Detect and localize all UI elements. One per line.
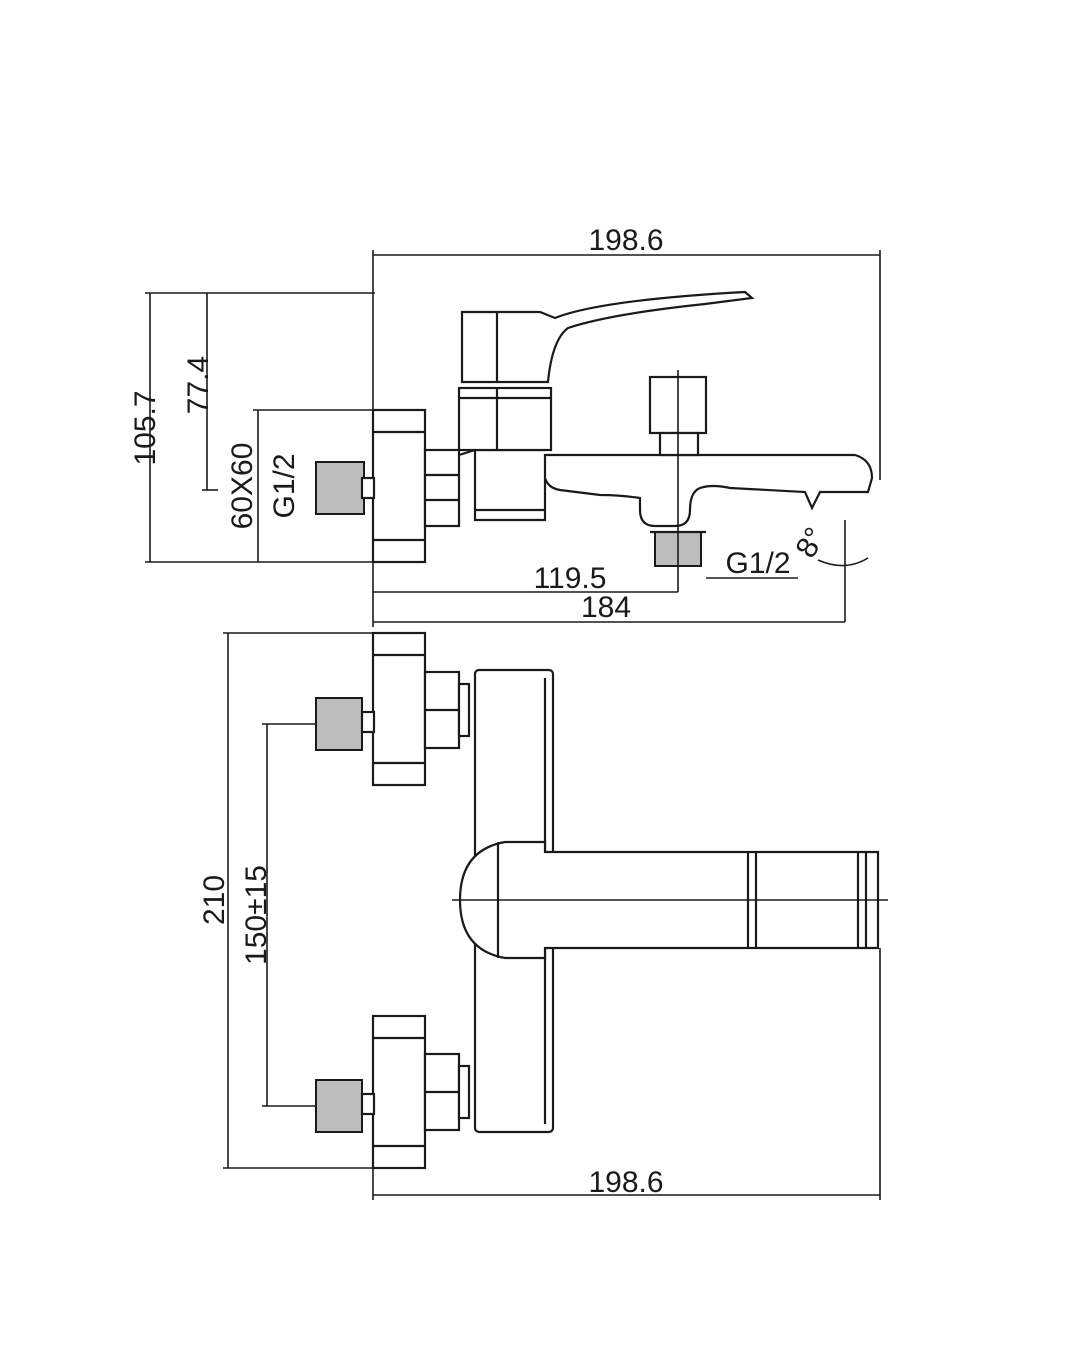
mixer-body: [458, 448, 874, 528]
upper-inlet-thread: [315, 697, 363, 751]
inlet-thread-label: G1/2: [268, 453, 301, 518]
dim-inlet-spacing: 150±15: [240, 865, 273, 965]
lever-handle: [460, 290, 755, 384]
dim-overall-depth: 184: [581, 591, 631, 624]
dim-overall-height: 210: [198, 875, 231, 925]
hex-connector: [423, 448, 461, 528]
shower-thread-label: G1/2: [725, 547, 790, 580]
top-view: 210 150±15 198.6: [198, 631, 888, 1200]
dim-height-outlet: 77.4: [182, 356, 215, 414]
inlet-thread: [315, 461, 365, 515]
swivel-angle-label: 8°: [789, 522, 832, 563]
dim-width-bottom: 198.6: [588, 1166, 663, 1199]
swivel-arc: [817, 557, 869, 567]
dim-height-total: 105.7: [129, 390, 162, 465]
lower-inlet-thread: [315, 1079, 363, 1133]
dim-flange-size: 60X60: [226, 443, 259, 530]
upper-flange: [371, 631, 427, 787]
lower-flange: [371, 1014, 427, 1170]
side-view: 8° 198.6 105.7 77.4 60X60 G1/2 G1/2 119.…: [129, 224, 881, 627]
dim-spout-reach: 119.5: [534, 562, 607, 595]
dim-width-top: 198.6: [588, 224, 663, 257]
diverter-stem: [658, 431, 700, 457]
